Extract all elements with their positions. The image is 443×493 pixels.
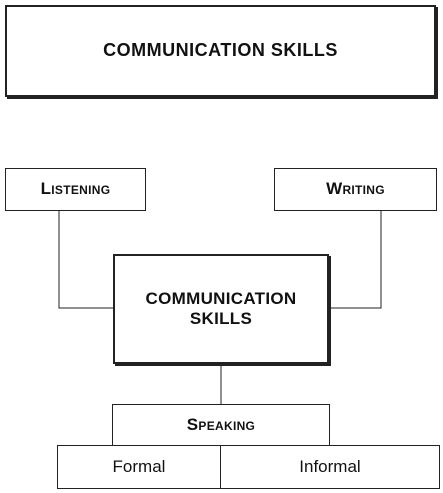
listening-label: Listening: [40, 179, 111, 199]
connector-listening-center: [58, 211, 113, 309]
title-box: COMMUNICATION SKILLS: [5, 5, 436, 97]
writing-box: Writing: [274, 168, 437, 211]
center-label: COMMUNICATION SKILLS: [145, 288, 297, 328]
formal-box: Formal: [57, 445, 221, 489]
center-box: COMMUNICATION SKILLS: [113, 254, 329, 364]
title-text: COMMUNICATION SKILLS: [103, 40, 338, 61]
speaking-label: Speaking: [186, 414, 256, 434]
speaking-box: Speaking: [112, 404, 330, 446]
connector-writing-center: [329, 211, 382, 309]
informal-box: Informal: [220, 445, 440, 489]
informal-label: Informal: [299, 456, 361, 476]
listening-box: Listening: [5, 168, 146, 211]
writing-label: Writing: [326, 179, 385, 199]
formal-label: Formal: [112, 456, 166, 476]
